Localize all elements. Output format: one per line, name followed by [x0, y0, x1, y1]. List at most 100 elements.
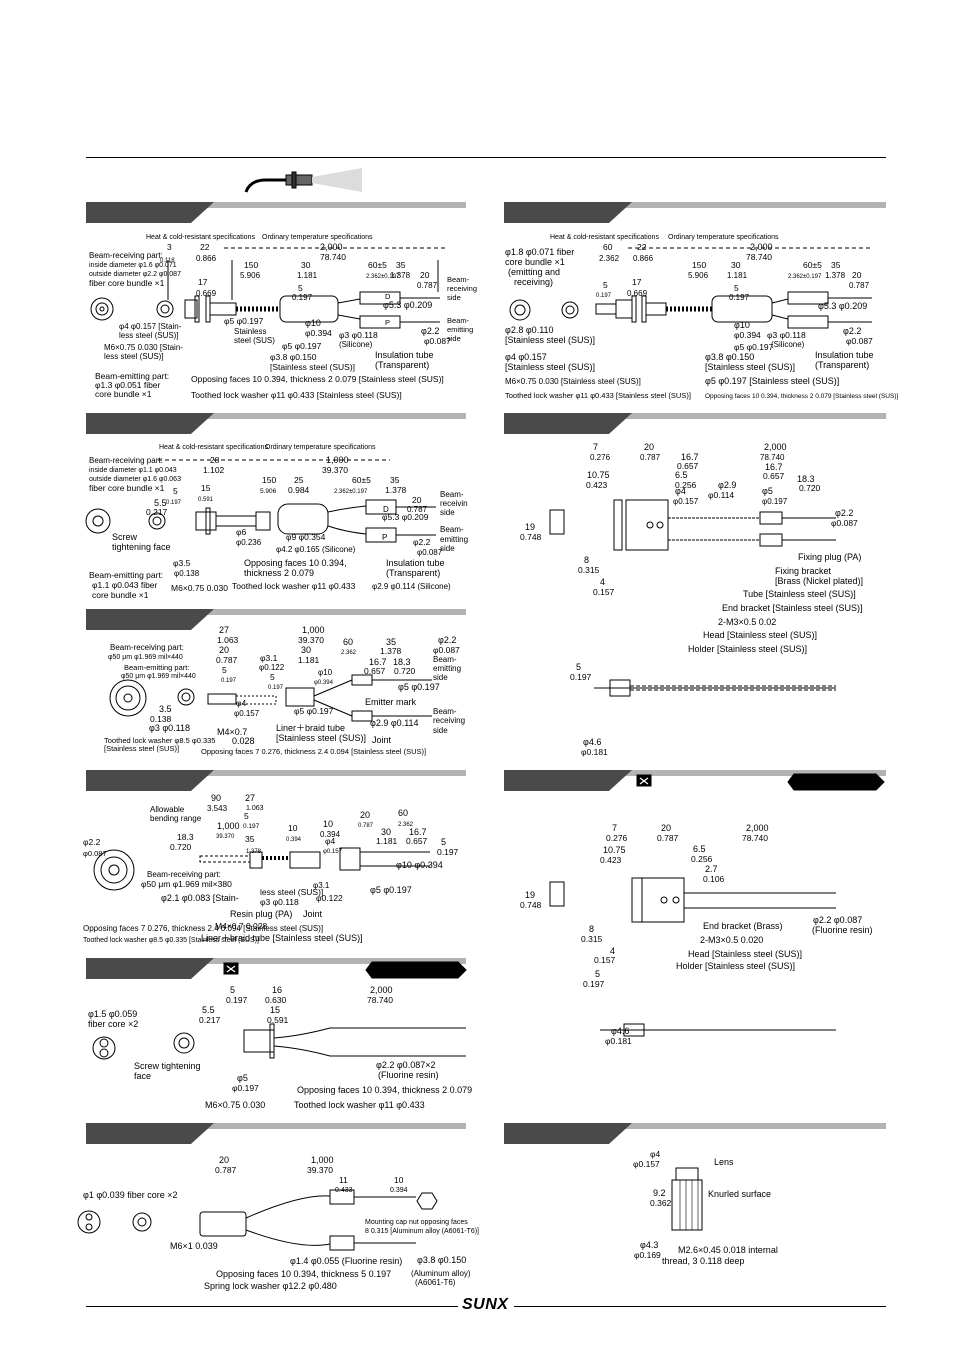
dimension-label: Beam-emitting part:	[124, 663, 189, 672]
dimension-label: φ0.087	[433, 645, 460, 655]
dimension-label: Toothed lock washer φ11 φ0.433 [Stainles…	[505, 391, 691, 400]
dimension-label: φ3 φ0.118	[149, 723, 190, 733]
dimension-label: φ5.3 φ0.209	[383, 300, 432, 310]
dimension-label: 2.7	[705, 864, 718, 874]
dimension-label: φ4 φ0.157 [Stain-	[119, 322, 182, 331]
dimension-label: Heat & cold-resistant specifications	[159, 444, 268, 451]
dimension-label: Heat & cold-resistant specifications	[146, 234, 255, 241]
dimension-label: φ4	[236, 698, 247, 708]
dimension-label: Insulation tube	[375, 350, 434, 360]
dimension-label: P	[382, 533, 387, 542]
dimension-label: 30	[381, 827, 391, 837]
dimension-label: φ0.394	[314, 680, 334, 686]
dimension-label: 0.630	[265, 995, 287, 1005]
dimension-label: 28	[210, 455, 220, 465]
dimension-label: 16.7	[765, 462, 783, 472]
fiber-drawing	[77, 1189, 438, 1251]
dimension-label: 1.378	[246, 849, 262, 855]
dimension-label: Ordinary temperature specifications	[668, 234, 779, 241]
dimension-label: 2,000	[764, 442, 787, 452]
dimension-label: 0.720	[799, 483, 821, 493]
dimension-label: 0.217	[199, 1015, 221, 1025]
dimension-label: 5	[441, 837, 446, 847]
dimension-label: core bundle ×1	[95, 389, 152, 399]
dimension-label: (Silicone)	[771, 340, 805, 349]
dimension-label: φ5	[762, 486, 773, 496]
dimension-label: φ0.197	[232, 1083, 259, 1093]
dimension-label: Holder [Stainless steel (SUS)]	[676, 961, 795, 971]
dimension-label: 0.720	[170, 842, 192, 852]
dimension-label: receiving	[433, 716, 465, 725]
dimension-label: [Stainless steel (SUS)]	[104, 744, 179, 753]
dimension-label: 0.748	[520, 532, 542, 542]
dimension-label: φ3.5	[173, 558, 191, 568]
dimension-label: φ1.4 φ0.055 (Fluorine resin)	[290, 1256, 402, 1266]
dimension-label: φ1.5 φ0.059	[88, 1009, 137, 1019]
dimension-label: tightening face	[112, 542, 171, 552]
dimension-label: [Stainless steel (SUS)]	[705, 362, 795, 372]
dimension-label: Opposing faces 10 0.394,	[244, 558, 347, 568]
dimension-label: 5.906	[240, 271, 261, 280]
dimension-label: 2-M3×0.5 0.020	[700, 935, 763, 945]
dimension-label: 17	[198, 277, 208, 287]
dimension-label: φ2.2	[835, 508, 853, 518]
dimension-label: inside diameter φ1.1 φ0.043	[89, 467, 177, 474]
dimension-label: 0.157	[594, 955, 616, 965]
dimension-label: Joint	[303, 909, 323, 919]
dimension-label: [Stainless steel (SUS)]	[505, 335, 595, 345]
dimension-label: φ5 φ0.197	[294, 706, 334, 716]
dimension-label: 2.362±0.197	[788, 274, 822, 280]
dimension-label: side	[440, 508, 455, 517]
dimension-label: 0.787	[407, 505, 428, 514]
dimension-label: φ4.2 φ0.165 (Silicone)	[276, 545, 356, 554]
dimension-label: φ3.8 φ0.150	[417, 1255, 466, 1265]
dimension-label: steel (SUS)	[234, 336, 275, 345]
section-band	[86, 958, 466, 979]
dimension-label: 27	[219, 625, 229, 635]
dimension-label: 0.748	[520, 900, 542, 910]
dimension-label: φ1 φ0.039 fiber core ×2	[83, 1190, 177, 1200]
dimension-label: M6×0.75 0.030	[205, 1100, 265, 1110]
dimension-label: [Stainless steel (SUS)]	[276, 733, 366, 743]
dimension-label: 2,000	[750, 242, 773, 252]
bottom-rule-right	[514, 1306, 886, 1307]
dimension-label: (Silicone)	[339, 340, 373, 349]
dimension-label: 39.370	[322, 465, 348, 475]
fiber-sensor-illustration	[244, 168, 362, 193]
dimension-label: 10.75	[587, 470, 610, 480]
dimension-label: Resin plug (PA)	[230, 909, 292, 919]
dimension-label: Opposing faces 10 0.394, thickness 2 0.0…	[191, 374, 444, 384]
dimension-label: side	[440, 544, 455, 553]
dimension-label: 0.157	[593, 587, 615, 597]
dimension-label: 9.2	[653, 1188, 666, 1198]
dimension-label: 20	[644, 442, 654, 452]
dimension-label: 35	[396, 260, 406, 270]
dimension-label: φ3.8 φ0.150	[705, 352, 754, 362]
dimension-label: 1.181	[297, 271, 318, 280]
dimension-label: 30	[301, 645, 311, 655]
dimension-label: φ0.087	[831, 518, 858, 528]
dimension-label: φ2.2	[843, 326, 861, 336]
dimension-label: 27	[245, 793, 255, 803]
dimension-label: 0.138	[150, 714, 172, 724]
dimension-label: 0.591	[267, 1015, 289, 1025]
dimension-label: φ50 μm φ1.969 mil×380	[141, 879, 232, 889]
dimension-label: φ2.9 φ0.114 (Silicone)	[372, 582, 451, 591]
dimension-label: 2.362	[599, 254, 620, 263]
dimension-label: 0.720	[394, 666, 416, 676]
dimension-label: Toothed lock washer φ8.5 φ0.335 [Stainle…	[83, 937, 259, 944]
fiber-drawing	[92, 1023, 466, 1060]
dimension-label: 20	[852, 270, 862, 280]
dimension-label: thread, 3 0.118 deep	[662, 1256, 744, 1266]
dimension-label: side	[433, 673, 448, 682]
dimension-label: 8 0.315 [Aluminum alloy (A6061-T6)]	[365, 1228, 479, 1235]
dimension-label: fiber core bundle ×1	[89, 483, 165, 493]
dimension-label: 1,000	[302, 625, 325, 635]
dimension-label: 1.378	[390, 271, 411, 280]
dimension-label: Allowable	[150, 805, 185, 814]
dimension-label: 0.787	[417, 281, 438, 290]
dimension-label: Beam-receiving part:	[89, 251, 163, 260]
dimension-label: φ1.1 φ0.043 fiber	[92, 580, 158, 590]
